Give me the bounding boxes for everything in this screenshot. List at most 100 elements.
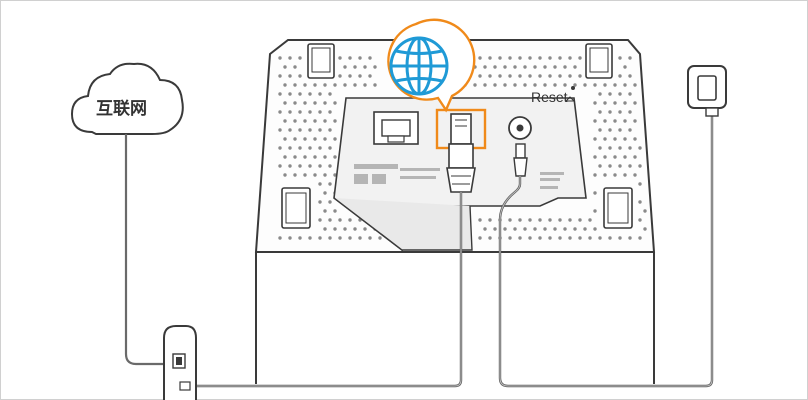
vent-hole [373,83,377,87]
vent-hole [343,227,347,231]
vent-hole [293,65,297,69]
vent-hole [328,146,332,150]
vent-hole [288,92,292,96]
vent-hole [333,227,337,231]
vent-hole [623,137,627,141]
vent-hole [593,155,597,159]
vent-hole [613,83,617,87]
vent-hole [558,74,562,78]
vent-hole [618,92,622,96]
vent-hole [643,209,647,213]
vent-hole [538,74,542,78]
vent-hole [568,56,572,60]
vent-hole [633,83,637,87]
vent-hole [328,164,332,168]
vent-hole [523,65,527,69]
vent-hole [303,173,307,177]
vent-hole [333,83,337,87]
vent-hole [363,227,367,231]
vent-hole [548,236,552,240]
vent-hole [548,56,552,60]
vent-hole [298,92,302,96]
vent-hole [323,119,327,123]
vent-hole [298,164,302,168]
vent-hole [533,83,537,87]
vent-hole [278,110,282,114]
vent-hole [503,65,507,69]
vent-hole [598,92,602,96]
vent-hole [298,236,302,240]
vent-hole [578,74,582,78]
vent-hole [578,236,582,240]
vent-hole [513,65,517,69]
vent-hole [308,128,312,132]
reset-button: Reset [531,86,576,105]
vent-hole [623,173,627,177]
vent-hole [328,110,332,114]
vent-hole [548,74,552,78]
vent-hole [483,227,487,231]
vent-hole [288,236,292,240]
vent-hole [638,236,642,240]
globe-icon [389,36,449,96]
vent-hole [638,164,642,168]
vent-hole [618,164,622,168]
vent-hole [603,101,607,105]
vent-hole [553,227,557,231]
power-plug-icon [687,65,727,117]
rubber-feet [281,43,633,229]
vent-hole [603,137,607,141]
vent-hole [633,155,637,159]
vent-hole [593,83,597,87]
vent-hole [318,92,322,96]
vent-hole [363,65,367,69]
vent-hole [623,65,627,69]
vent-hole [613,101,617,105]
vent-hole [308,164,312,168]
vent-hole [343,65,347,69]
vent-hole [528,74,532,78]
vent-hole [608,110,612,114]
vent-hole [283,83,287,87]
vent-hole [288,56,292,60]
vent-hole [508,74,512,78]
vent-hole [623,101,627,105]
vent-hole [518,236,522,240]
vent-hole [628,236,632,240]
vent-hole [318,110,322,114]
vent-hole [378,236,382,240]
vent-hole [623,155,627,159]
vent-hole [523,227,527,231]
vent-hole [328,182,332,186]
vent-hole [278,128,282,132]
vent-hole [618,128,622,132]
cloud-icon: 互联网 [70,62,184,135]
cloud-label: 互联网 [96,99,147,119]
vent-hole [488,218,492,222]
vent-hole [498,56,502,60]
vent-hole [608,146,612,150]
vent-hole [323,137,327,141]
vent-hole [563,65,567,69]
vent-hole [628,128,632,132]
vent-hole [358,236,362,240]
vent-hole [593,101,597,105]
vent-hole [328,236,332,240]
vent-hole [613,155,617,159]
vent-hole [288,74,292,78]
vent-hole [618,146,622,150]
router-device: Reset [254,39,656,384]
vent-hole [508,56,512,60]
vent-hole [298,56,302,60]
vent-hole [318,218,322,222]
vent-hole [343,83,347,87]
vent-hole [618,56,622,60]
vent-hole [353,83,357,87]
vent-hole [348,218,352,222]
vent-hole [573,65,577,69]
vent-hole [598,128,602,132]
vent-hole [623,83,627,87]
vent-hole [308,146,312,150]
vent-hole [488,74,492,78]
vent-hole [638,146,642,150]
